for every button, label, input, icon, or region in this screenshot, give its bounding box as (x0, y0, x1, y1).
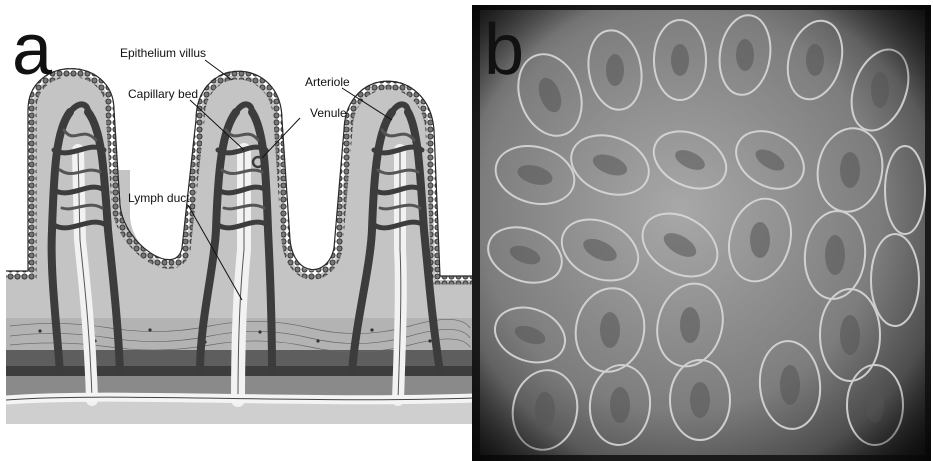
panel-b-micrograph: b (472, 5, 931, 461)
label-venule: Venule (310, 106, 347, 120)
label-capillary-bed: Capillary bed (128, 87, 198, 101)
panel-letter-b: b (484, 10, 524, 90)
micrograph-vignette (472, 5, 931, 461)
label-lymph-duct: Lymph duct (128, 191, 190, 205)
label-arteriole: Arteriole (305, 75, 350, 89)
label-epithelium-villus: Epithelium villus (120, 46, 206, 60)
panel-a-diagram: a Epithelium villus Capillary bed Venule… (6, 10, 474, 424)
panel-letter-a: a (12, 10, 53, 90)
